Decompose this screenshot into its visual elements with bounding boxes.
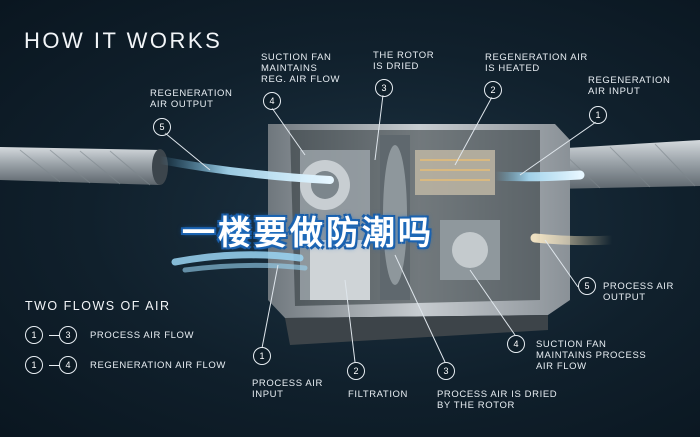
legend-dash (49, 365, 59, 366)
legend-text: REGENERATION AIR FLOW (90, 360, 226, 371)
callout-rotor-dried-label: THE ROTOR IS DRIED (373, 50, 435, 72)
legend-text: PROCESS AIR FLOW (90, 330, 195, 341)
callout-regen-heated-label: REGENERATION AIR IS HEATED (485, 52, 588, 74)
page-title: HOW IT WORKS (24, 28, 223, 53)
callout-number: 4 (263, 92, 281, 110)
callout-number: 5 (153, 118, 171, 136)
callout-number: 3 (437, 362, 455, 380)
callout-process-output-label: PROCESS AIR OUTPUT (603, 281, 675, 303)
callout-process-input-label: PROCESS AIR INPUT (252, 378, 324, 400)
callout-number: 2 (347, 362, 365, 380)
dehumidifier-cabinet (268, 124, 570, 345)
callout-number: 3 (375, 79, 393, 97)
legend-from-number: 1 (25, 326, 43, 344)
callout-process-dried-label: PROCESS AIR IS DRIED BY THE ROTOR (437, 389, 558, 411)
callout-number: 4 (507, 335, 525, 353)
legend-to-number: 3 (59, 326, 77, 344)
callout-number: 5 (578, 277, 596, 295)
legend-dash (49, 335, 59, 336)
callout-suction-fan-regen-label: SUCTION FAN MAINTAINS REG. AIR FLOW (261, 52, 341, 85)
air-flows (156, 156, 617, 273)
leader-lines (164, 94, 597, 363)
callout-number: 2 (484, 81, 502, 99)
callout-regen-input-label: REGENERATION AIR INPUT (588, 75, 671, 97)
regeneration-duct-left (0, 147, 168, 186)
legend-from-number: 1 (25, 356, 43, 374)
legend-to-number: 4 (59, 356, 77, 374)
callout-number: 1 (253, 347, 271, 365)
callout-regen-output-label: REGENERATION AIR OUTPUT (150, 88, 233, 110)
callout-filtration-label: FILTRATION (348, 389, 409, 400)
legend-title: TWO FLOWS OF AIR (25, 299, 171, 313)
overlay-caption: 一楼要做防潮吗 (182, 213, 434, 252)
callout-number: 1 (589, 106, 607, 124)
callout-suction-fan-process-label: SUCTION FAN MAINTAINS PROCESS AIR FLOW (536, 339, 647, 372)
